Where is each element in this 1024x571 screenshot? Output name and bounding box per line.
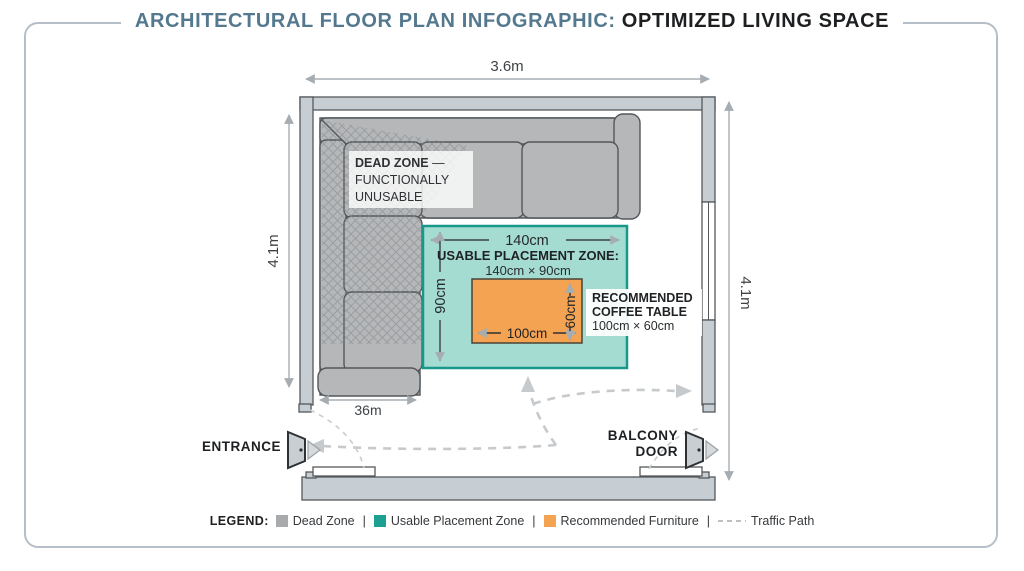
walls [298, 96, 716, 501]
coffee-table-callout-size: 100cm × 60cm [592, 319, 674, 333]
legend-item-dead-zone: Dead Zone [275, 514, 355, 528]
entrance-swing-arc [309, 409, 365, 469]
dead-zone-title: DEAD ZONE [355, 156, 429, 170]
usable-zone-swatch-icon [373, 515, 386, 527]
legend-separator: | [362, 514, 366, 528]
left-wall [299, 96, 314, 406]
balcony-door-label-line1: BALCONY [608, 428, 678, 443]
room-dimension-lines [284, 74, 734, 481]
legend-item-furniture: Recommended Furniture [543, 514, 699, 528]
entrance-door-icon [287, 430, 321, 470]
traffic-path-to-entrance [321, 443, 557, 451]
dead-zone-label: DEAD ZONE — FUNCTIONALLY UNUSABLE [349, 151, 473, 208]
coffee-table-height-label: 60cm [563, 295, 578, 328]
usable-zone-width-label: 140cm [505, 233, 549, 249]
title-accent: ARCHITECTURAL FLOOR PLAN INFOGRAPHIC: [134, 10, 622, 32]
coffee-table-width-label: 100cm [507, 326, 548, 341]
furniture-swatch-icon [543, 515, 556, 527]
legend-item-label: Traffic Path [751, 514, 815, 528]
balcony-door-icon [685, 430, 719, 470]
title-emphasis: OPTIMIZED LIVING SPACE [621, 10, 890, 32]
balcony-door-leaf [639, 466, 703, 477]
legend-item-traffic-path: Traffic Path [718, 514, 814, 528]
dead-zone-swatch-icon [275, 515, 288, 527]
dead-zone-line3: UNUSABLE [355, 190, 422, 204]
legend-item-label: Usable Placement Zone [390, 514, 525, 528]
entrance-door-leaf [312, 466, 376, 477]
dimension-sofa-label: 36m [354, 402, 381, 418]
door-swing-arcs [309, 409, 702, 470]
bottom-wall [301, 476, 716, 501]
legend-item-label: Dead Zone [292, 514, 355, 528]
legend: LEGEND: Dead Zone | Usable Placement Zon… [0, 514, 1024, 528]
left-door-jamb [298, 403, 312, 413]
dimension-top-label: 3.6m [490, 58, 523, 75]
right-wall-lower [701, 319, 716, 406]
entrance-label: ENTRANCE [202, 439, 281, 454]
sofa-seat-cushion-2 [521, 141, 619, 219]
right-wall-upper [701, 96, 716, 203]
traffic-arrow-right [676, 384, 692, 398]
legend-item-usable-zone: Usable Placement Zone [373, 514, 525, 528]
balcony-swing-arc [648, 427, 702, 470]
usable-zone-title: USABLE PLACEMENT ZONE: [437, 248, 619, 263]
traffic-path [321, 388, 677, 451]
right-door-jamb [702, 403, 716, 413]
traffic-arrow-up [521, 376, 535, 392]
svg-text:DEAD ZONE —: DEAD ZONE — [355, 156, 445, 170]
usable-zone-height-label: 90cm [433, 278, 449, 313]
legend-separator: | [706, 514, 711, 528]
legend-separator: | [532, 514, 536, 528]
page-title: ARCHITECTURAL FLOOR PLAN INFOGRAPHIC: OP… [0, 10, 1024, 33]
sofa-bottom-armrest [317, 367, 421, 397]
dead-zone-dash: — [429, 156, 445, 170]
traffic-path-to-balcony [532, 388, 677, 406]
coffee-table-callout: RECOMMENDED COFFEE TABLE 100cm × 60cm [586, 289, 702, 336]
balcony-door-label-line2: DOOR [636, 444, 679, 459]
dimension-right-label: 4.1m [737, 276, 754, 309]
top-wall [299, 96, 716, 111]
dead-zone-line2: FUNCTIONALLY [355, 173, 450, 187]
usable-zone-size: 140cm × 90cm [485, 263, 571, 278]
coffee-table-callout-line1: RECOMMENDED [592, 291, 693, 305]
legend-title: LEGEND: [209, 514, 269, 528]
traffic-path-up [527, 389, 558, 446]
dimension-left-label: 4.1m [265, 234, 282, 267]
coffee-table-callout-line2: COFFEE TABLE [592, 305, 687, 319]
legend-item-label: Recommended Furniture [560, 514, 699, 528]
traffic-path-dash-icon [718, 520, 747, 522]
